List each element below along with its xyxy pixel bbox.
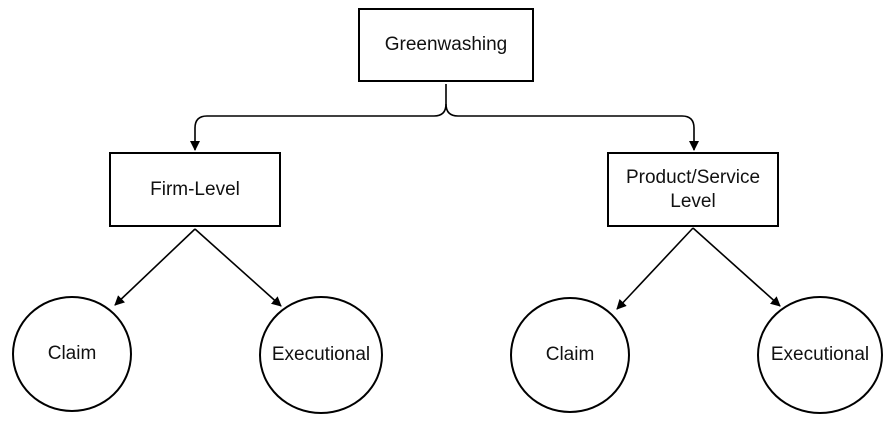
arrow-product-to-executional [692, 227, 781, 307]
product-service-level-label: Product/Service Level [625, 166, 761, 212]
firm-level-node: Firm-Level [109, 152, 281, 227]
connector-root-to-product [445, 103, 699, 151]
product-executional-label: Executional [770, 344, 870, 365]
product-service-level-node: Product/Service Level [607, 152, 779, 227]
product-claim-node: Claim [510, 297, 630, 413]
product-claim-label: Claim [545, 344, 595, 365]
firm-executional-node: Executional [259, 296, 383, 414]
firm-claim-label: Claim [47, 343, 97, 364]
product-executional-node: Executional [757, 296, 883, 414]
firm-level-label: Firm-Level [150, 178, 240, 200]
arrow-firm-to-executional [194, 228, 282, 307]
greenwashing-node: Greenwashing [358, 8, 534, 82]
arrow-firm-to-claim [114, 228, 196, 306]
connector-root-to-firm [190, 84, 447, 151]
firm-claim-node: Claim [12, 296, 132, 412]
greenwashing-label: Greenwashing [384, 34, 508, 55]
firm-executional-label: Executional [271, 344, 371, 365]
arrow-product-to-claim [616, 227, 694, 310]
